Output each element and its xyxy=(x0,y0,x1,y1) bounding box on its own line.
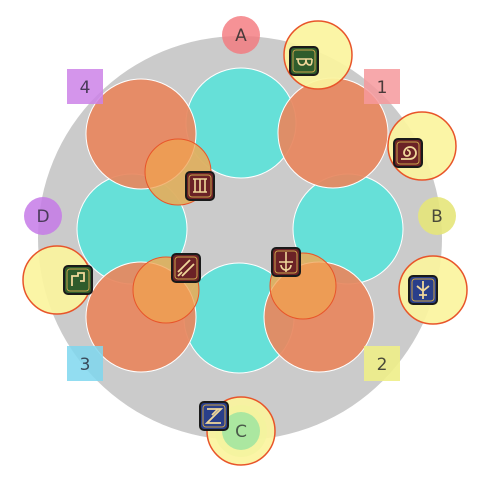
green-aoe-south-inner xyxy=(222,412,260,450)
waymark-c-text: C xyxy=(235,422,247,442)
bard-icon[interactable] xyxy=(393,138,423,168)
waymark-3-label: 3 xyxy=(80,355,91,375)
astrologian-icon[interactable] xyxy=(63,265,93,295)
waymark-4: 4 xyxy=(67,69,103,104)
waymark-b: B xyxy=(418,197,456,235)
warrior-icon[interactable] xyxy=(185,171,215,201)
waymark-a-label: A xyxy=(235,26,247,46)
waymark-c-label: C xyxy=(235,422,247,442)
waymark-2-label: 2 xyxy=(377,355,388,375)
waymark-d: D xyxy=(24,197,62,235)
waymark-1: 1 xyxy=(364,69,400,104)
waymark-b-label: B xyxy=(431,207,443,227)
samurai-icon[interactable] xyxy=(271,247,301,277)
paladin-icon[interactable] xyxy=(408,275,438,305)
waymark-2: 2 xyxy=(364,346,400,381)
waymark-3: 3 xyxy=(67,346,103,381)
ninja-icon[interactable] xyxy=(171,253,201,283)
waymark-4-label: 4 xyxy=(80,78,91,98)
waymark-a: A xyxy=(222,16,260,54)
waymark-1-label: 1 xyxy=(377,78,388,98)
scholar-icon[interactable] xyxy=(289,46,319,76)
waymark-d-label: D xyxy=(36,207,49,227)
dark-knight-icon[interactable] xyxy=(199,401,229,431)
